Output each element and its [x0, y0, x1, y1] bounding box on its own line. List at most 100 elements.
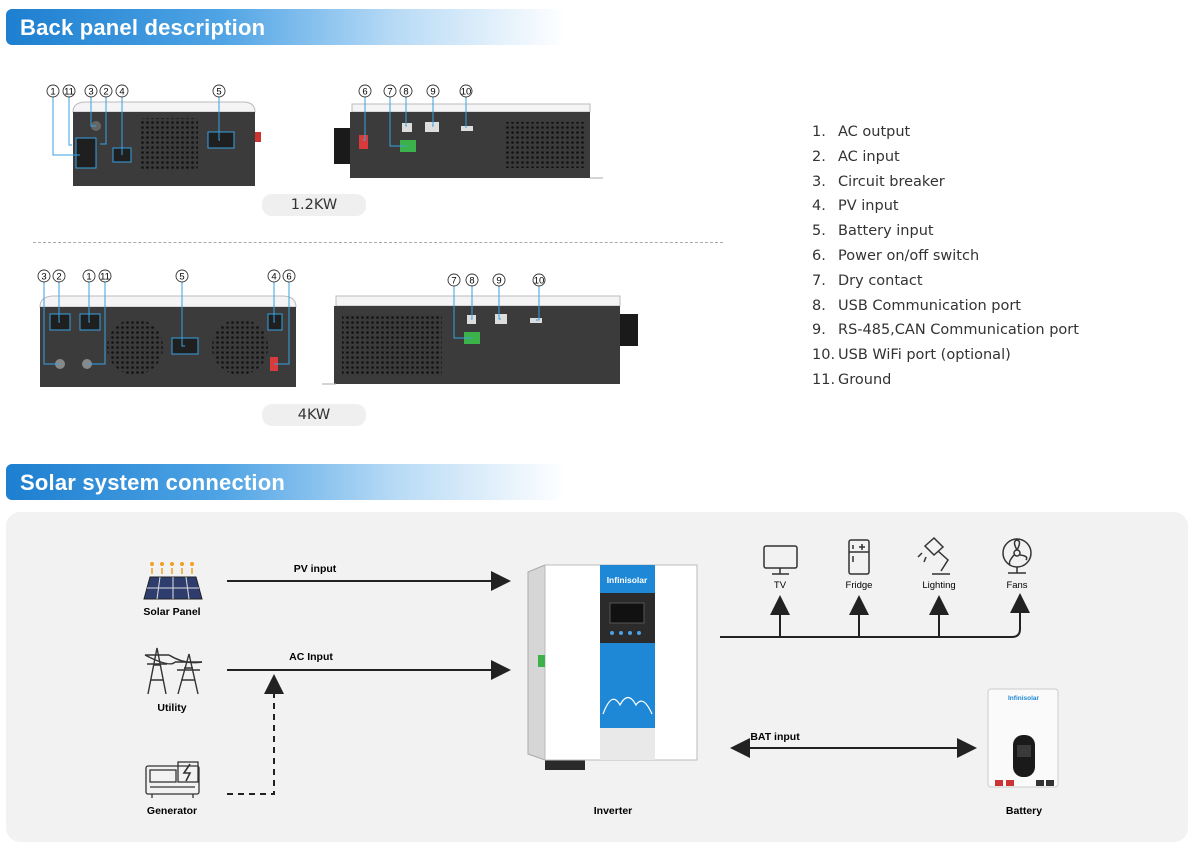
callout-leader	[68, 97, 72, 146]
callout-marker	[37, 269, 51, 283]
callout-number: 3	[88, 86, 93, 97]
fridge-icon	[848, 539, 870, 575]
solar-connection-title: Solar system connection	[20, 470, 286, 495]
callout-number: 8	[403, 86, 408, 97]
callout-number: 4	[119, 86, 124, 97]
legend-item: 9.RS-485,CAN Communication port	[812, 322, 1079, 339]
legend-item: 3.Circuit breaker	[812, 173, 945, 190]
callout-leader	[498, 286, 501, 320]
bat-input-label: BAT input	[750, 731, 800, 743]
callout-leader	[453, 286, 472, 339]
callout-marker	[532, 273, 546, 287]
legend-item: 6.Power on/off switch	[812, 247, 980, 264]
callout-marker	[99, 84, 113, 98]
callout-number: 2	[56, 271, 61, 282]
callout-marker	[82, 269, 96, 283]
callout-marker	[175, 269, 189, 283]
callout-leader	[88, 282, 90, 323]
utility-label: Utility	[157, 702, 186, 714]
lamp-icon	[917, 536, 950, 575]
callout-leader	[43, 282, 60, 365]
battery-brand: Infinisolar	[1008, 695, 1040, 702]
callout-marker	[267, 269, 281, 283]
callout-number: 1	[86, 271, 91, 282]
unit-4kw-back	[39, 295, 297, 387]
callout-leader	[536, 286, 540, 321]
legend-item: 8.USB Communication port	[812, 297, 1021, 314]
callout-marker	[62, 84, 76, 98]
callout-leader	[471, 286, 473, 320]
solar-connection-banner: Solar system connection	[6, 464, 566, 500]
callout-leader	[100, 97, 107, 145]
callout-marker	[212, 84, 226, 98]
callout-number: 5	[216, 86, 221, 97]
callout-marker	[358, 84, 372, 98]
callout-number: 10	[461, 86, 472, 97]
callout-number: 3	[41, 271, 46, 282]
back-panel-title: Back panel description	[20, 15, 266, 40]
utility-tower-icon	[144, 647, 203, 695]
callout-leader	[181, 282, 185, 347]
load-label-fans: Fans	[1006, 580, 1027, 591]
callout-number: 5	[179, 271, 184, 282]
callout-leader	[432, 97, 434, 127]
callout-leader	[58, 282, 60, 323]
callout-marker	[282, 269, 296, 283]
divider	[33, 242, 723, 243]
callout-number: 9	[496, 275, 501, 286]
load-label-lighting: Lighting	[922, 580, 955, 591]
callout-marker	[492, 273, 506, 287]
callout-leader	[363, 97, 366, 141]
callout-number: 11	[64, 86, 74, 97]
callout-marker	[399, 84, 413, 98]
generator-label: Generator	[147, 805, 197, 817]
callout-leader	[87, 282, 106, 365]
legend-item: 1.AC output	[812, 124, 911, 140]
callout-marker	[383, 84, 397, 98]
pv-input-label: PV input	[294, 563, 337, 575]
callout-number: 6	[362, 86, 367, 97]
callout-leader	[218, 97, 220, 141]
callout-marker	[459, 84, 473, 98]
callout-leader	[405, 97, 407, 127]
load-label-fridge: Fridge	[846, 580, 873, 591]
inverter-unit: Infinisolar	[527, 564, 698, 770]
legend-item: 10.USB WiFi port (optional)	[812, 347, 1011, 364]
unit-1-2kw-back	[72, 101, 261, 186]
callout-leader	[273, 282, 275, 323]
solar-panel-label: Solar Panel	[143, 606, 200, 618]
tv-icon	[763, 545, 798, 575]
callout-number: 11	[100, 271, 110, 282]
generator-icon	[145, 761, 200, 798]
load-label-tv: TV	[774, 580, 787, 591]
legend-item: 7.Dry contact	[812, 272, 923, 289]
callout-number: 2	[103, 86, 108, 97]
legend-item: 4.PV input	[812, 198, 899, 215]
callout-number: 8	[469, 275, 474, 286]
model-label-1-2kw: 1.2KW	[262, 194, 366, 216]
callout-number: 10	[534, 275, 545, 286]
callout-number: 7	[451, 275, 456, 286]
generator-arrow	[227, 674, 284, 795]
back-panel-banner: Back panel description	[6, 9, 566, 45]
port-legend: 1.AC output 2.AC input 3.Circuit breaker…	[812, 120, 1079, 393]
callouts-4kw-side: 7 8 9 10	[447, 273, 546, 339]
ac-input-label: AC Input	[289, 651, 333, 663]
callout-leader	[274, 282, 290, 365]
callout-marker	[46, 84, 60, 98]
callout-leader	[389, 97, 407, 147]
legend-item: 11.Ground	[812, 371, 892, 388]
solar-panel-icon	[143, 562, 203, 600]
battery-label: Battery	[1006, 805, 1042, 817]
callout-marker	[426, 84, 440, 98]
callout-number: 4	[271, 271, 276, 282]
callout-leader	[52, 97, 80, 156]
callout-number: 9	[430, 86, 435, 97]
inverter-brand: Infinisolar	[607, 575, 648, 585]
callout-marker	[115, 84, 129, 98]
